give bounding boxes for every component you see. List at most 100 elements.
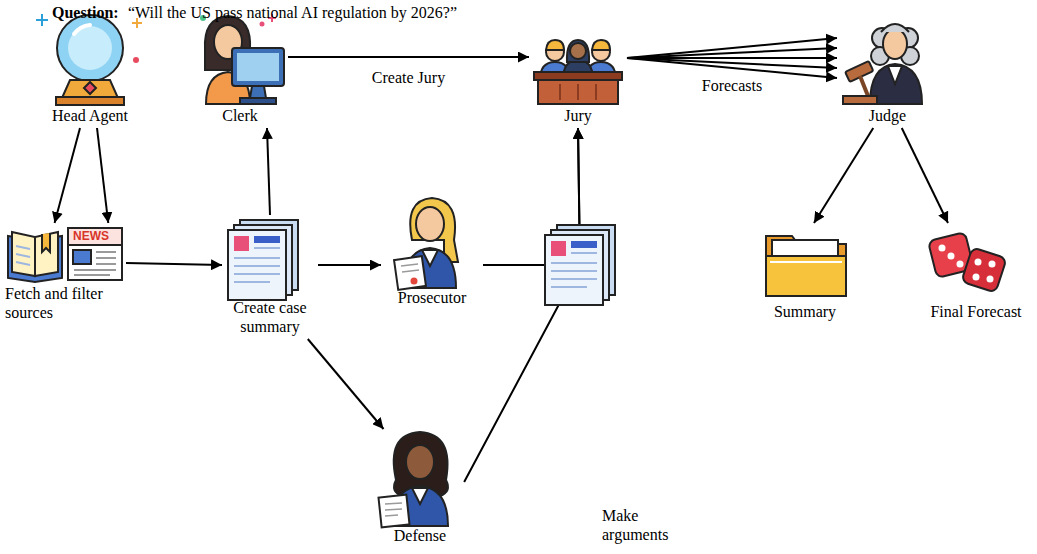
crystal-ball-icon: [74, 25, 90, 34]
flow-arrow: [55, 128, 80, 223]
folder-icon: [770, 261, 842, 263]
document-stack-icon: [228, 220, 298, 300]
flow-arrow: [627, 58, 837, 68]
book-icon: [8, 232, 62, 282]
judge-node: Judge: [840, 12, 935, 125]
defense-icon: [379, 495, 410, 528]
jury-icon: [570, 43, 586, 59]
flow-arrow: [288, 56, 529, 58]
newspaper-icon: [73, 250, 91, 264]
judge-icon: [881, 24, 909, 32]
folder-icon: [766, 256, 846, 296]
document-stack-icon: [551, 241, 566, 256]
crystal-ball-icon: [36, 14, 48, 26]
clerk-icon: [250, 86, 266, 98]
newspaper-heading: NEWS: [73, 229, 109, 244]
judge-icon: [888, 66, 902, 84]
prosecutor-icon: [394, 256, 426, 290]
dice-icon: [989, 261, 996, 268]
crystal-ball-icon: [68, 26, 112, 70]
node-label: Summary: [760, 302, 850, 321]
prosecutor-icon: [394, 198, 458, 290]
final-forecast-node: Final Forecast: [920, 226, 1032, 321]
crystal-ball-icon: [56, 97, 124, 105]
clerk-node: Clerk: [195, 12, 285, 125]
crystal-ball-icon: [133, 57, 139, 63]
document-stack-icon: [551, 253, 597, 287]
jury-icon: [538, 80, 618, 104]
node-label: Judge: [840, 106, 935, 125]
newspaper-icon: [74, 252, 116, 275]
flow-arrow: [318, 264, 381, 266]
defense-icon: [385, 503, 402, 516]
node-label: Prosecutor: [384, 288, 480, 307]
defense-icon: [379, 432, 448, 527]
jury-icon: [534, 40, 622, 104]
node-label: Head Agent: [40, 106, 140, 125]
folder-icon: [766, 236, 846, 296]
defense-node: Defense: [372, 432, 468, 545]
dice-icon: [961, 247, 1006, 292]
judge-icon: [883, 29, 907, 59]
jury-icon: [534, 72, 622, 80]
flow-arrow: [483, 128, 580, 265]
document-stack-icon: [234, 248, 280, 282]
jury-icon: [560, 84, 596, 100]
prosecutor-icon: [401, 264, 419, 272]
dice-icon: [928, 232, 1007, 293]
summary-node: Summary: [760, 226, 850, 321]
node-label: Jury: [532, 106, 624, 125]
node-label: Fetch and filter sources: [5, 284, 123, 322]
dice-icon: [987, 276, 994, 283]
node-label: Create case summary: [225, 298, 315, 336]
sources-node: Fetch and filter sources: [5, 226, 123, 322]
question-title: “Will the US pass national AI regulation…: [128, 3, 457, 22]
document-stack-icon: [234, 236, 249, 251]
jury-icon: [546, 40, 564, 50]
newspaper-icon: [68, 228, 122, 280]
flow-arrow: [814, 128, 873, 223]
dice-icon: [973, 274, 980, 281]
flow-arrow: [97, 128, 108, 223]
document-stack-icon: [545, 235, 603, 305]
defense-icon: [412, 488, 428, 504]
book-icon: [12, 232, 35, 276]
judge-icon: [860, 76, 868, 96]
prosecutor-icon: [422, 250, 438, 266]
node-label: Clerk: [195, 106, 285, 125]
crystal-ball-icon: [36, 14, 142, 105]
newspaper-icon: [68, 228, 122, 245]
document-stack-icon: [545, 225, 615, 305]
prosecutor-node: Prosecutor: [384, 196, 480, 307]
jury-icon: [592, 40, 610, 50]
flow-arrow: [627, 48, 837, 58]
edge-label: Forecasts: [700, 76, 764, 95]
flow-arrow: [627, 38, 837, 58]
flow-arrow: [267, 128, 270, 215]
book-icon: [42, 233, 50, 252]
book-icon: [35, 232, 58, 276]
document-stack-icon: [571, 241, 597, 248]
judge-icon: [843, 24, 922, 104]
clerk-icon: [237, 53, 279, 81]
dice-icon: [948, 253, 955, 260]
judge-icon: [843, 96, 877, 104]
jury-icon: [567, 40, 589, 62]
flow-arrow: [308, 339, 384, 429]
newspaper-icon: [68, 228, 122, 280]
clerk-icon: [200, 14, 284, 104]
dice-icon: [957, 261, 964, 268]
crystal-ball-icon: [62, 80, 118, 98]
prosecutor-icon: [416, 207, 444, 241]
prosecutor-icon: [411, 278, 418, 285]
clerk-icon: [240, 98, 276, 104]
question-label: Question:: [52, 3, 119, 22]
edge-label: Create Jury: [370, 68, 447, 87]
dice-icon: [939, 245, 946, 252]
clerk-icon: [232, 48, 284, 86]
flow-arrow: [126, 263, 222, 265]
folder-icon: [766, 236, 846, 296]
crystal-ball-icon: [84, 82, 96, 94]
